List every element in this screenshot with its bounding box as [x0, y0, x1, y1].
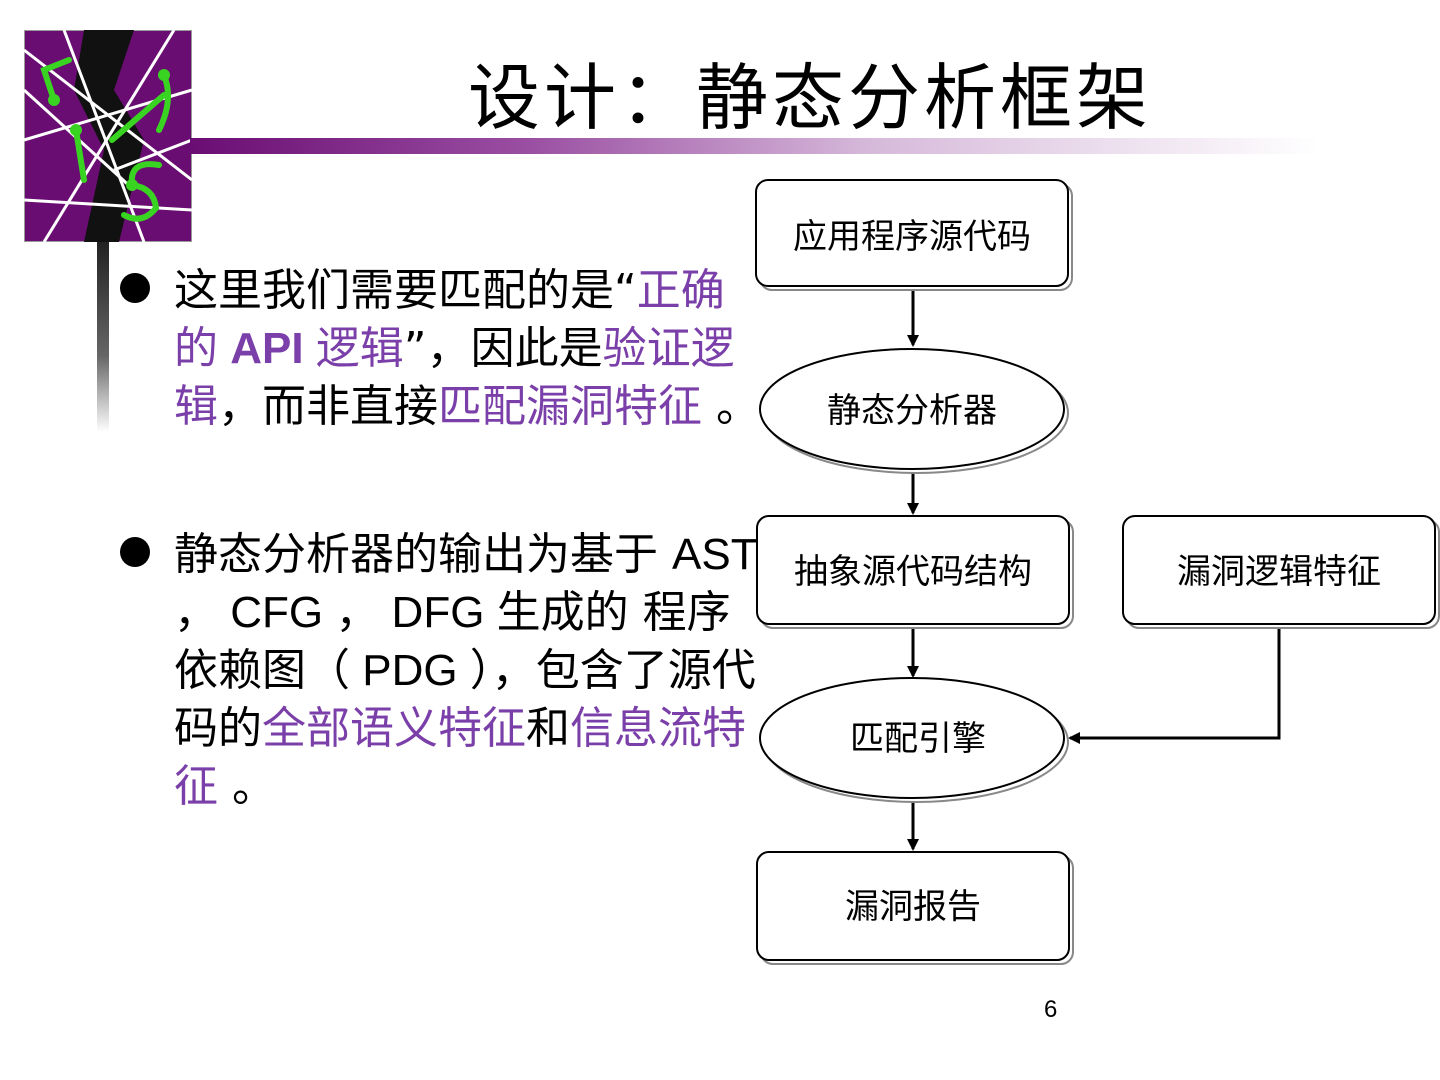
page-number: 6	[1044, 996, 1058, 1023]
bullet-text: AST ， CFG ， DFG	[174, 530, 757, 637]
bullet-text: ），包含了源代码的	[174, 645, 756, 754]
flow-node-static-analyzer: 静态分析器	[759, 348, 1069, 474]
bullet-item: 这里我们需要匹配的是“正确的 API 逻辑”，因此是验证逻辑，而非直接匹配漏洞特…	[120, 262, 760, 436]
bullet-highlight: 信息流特征	[174, 703, 746, 812]
bullet-list: 这里我们需要匹配的是“正确的 API 逻辑”，因此是验证逻辑，而非直接匹配漏洞特…	[120, 262, 760, 816]
flow-node-label: 静态分析器	[827, 391, 997, 431]
flow-node-vuln-report: 漏洞报告	[756, 851, 1074, 965]
bullet-text: ，而非直接	[218, 381, 438, 432]
title-underline	[190, 138, 1320, 154]
bullet-highlight: 正确的	[174, 265, 725, 374]
flow-node-label: 漏洞报告	[845, 887, 981, 927]
flow-node-abstract-structure: 抽象源代码结构	[756, 515, 1074, 629]
flow-node-label: 抽象源代码结构	[794, 552, 1032, 592]
flow-node-match-engine: 匹配引擎	[759, 677, 1069, 803]
bullet-text: 这里我们需要匹配的是“	[174, 265, 637, 316]
bullet-highlight: 验证逻辑	[174, 323, 735, 432]
bullet-text: PDG	[350, 646, 470, 695]
bullet-dot-icon	[120, 273, 150, 303]
bullet-highlight: 逻辑	[315, 323, 404, 374]
bullet-text: 生成的 程序依赖图（	[174, 587, 731, 696]
bullet-text: ”，因此是	[403, 323, 603, 374]
purple-crack-logo-icon	[24, 30, 192, 242]
flow-node-vuln-logic: 漏洞逻辑特征	[1122, 515, 1440, 629]
bullet-text: 和	[526, 703, 570, 754]
bullet-text: 。	[218, 761, 276, 812]
flow-node-source-code: 应用程序源代码	[755, 179, 1073, 291]
bullet-highlight-api: API	[218, 324, 316, 373]
bullet-dot-icon	[120, 537, 150, 567]
bullet-highlight: 匹配漏洞特征	[438, 381, 702, 432]
bullet-text: 。	[702, 381, 760, 432]
bullet-highlight: 全部语义特征	[262, 703, 526, 754]
arrow-vulnlogic-to-engine	[1068, 627, 1281, 744]
flow-node-label: 应用程序源代码	[793, 217, 1031, 257]
flow-node-label: 匹配引擎	[850, 719, 986, 759]
slide-title: 设计：静态分析框架	[468, 56, 1153, 140]
bullet-item: 静态分析器的输出为基于 AST ， CFG ， DFG 生成的 程序依赖图（ P…	[120, 526, 760, 816]
bullet-text: 静态分析器的输出为基于	[174, 529, 672, 580]
flow-node-label: 漏洞逻辑特征	[1177, 552, 1381, 592]
side-accent-bar	[97, 242, 109, 432]
